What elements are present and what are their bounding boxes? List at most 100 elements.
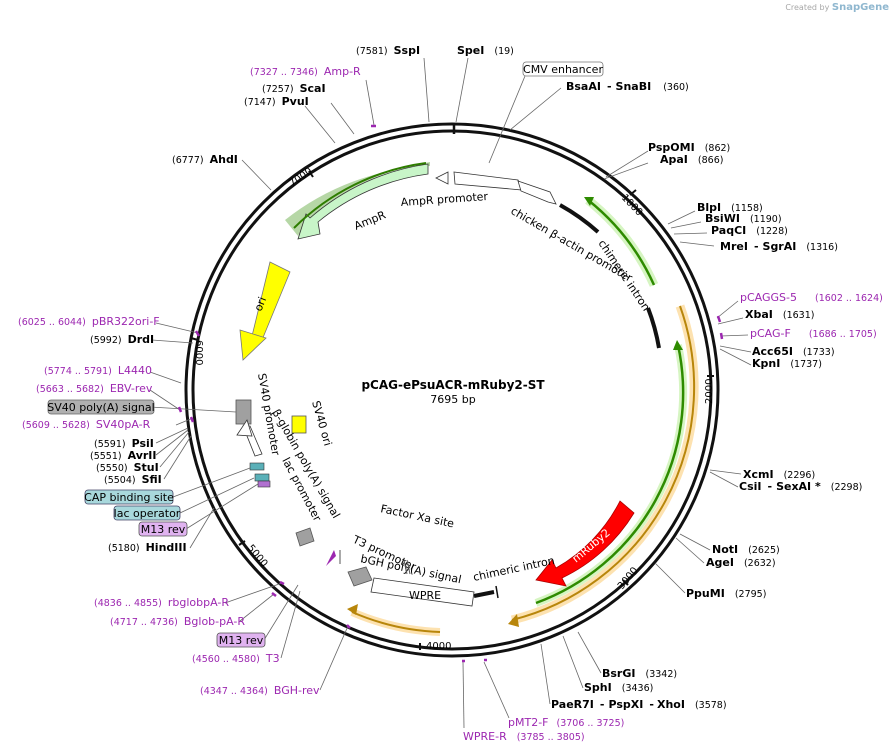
wprer-name: WPRE-R — [463, 730, 507, 743]
bglob-name: Bglob-pA-R — [184, 615, 246, 628]
factor-xa-label: Factor Xa site — [379, 502, 455, 530]
tick-2000: 2000 — [704, 379, 715, 404]
sphi-position: (3436) — [622, 683, 654, 694]
sv40-ori-box[interactable] — [291, 415, 307, 434]
orange-feature[interactable] — [511, 305, 696, 621]
cap-binding-site-box[interactable]: CAP binding site — [84, 489, 174, 505]
plasmid-length: 7695 bp — [430, 393, 475, 406]
site-scai: (7257) ScaI — [262, 82, 326, 95]
sv40par-range: (5609 .. 5628) — [22, 420, 90, 431]
cmv-enhancer-box[interactable]: CMV enhancer — [522, 61, 603, 77]
chicken-actin-black-segment — [559, 203, 600, 234]
site-csii: CsiI-SexAI *(2298) — [739, 480, 862, 493]
factor-xa-mark-1 — [403, 559, 408, 575]
green-feature-head — [673, 340, 683, 350]
sv40-polya-signal-box[interactable]: SV40 poly(A) signal — [47, 399, 155, 415]
ampr-primer-name: Amp-R — [324, 65, 361, 78]
pspomi-name: PspOMI — [648, 141, 695, 154]
site-xbai: XbaI(1631) — [745, 308, 814, 321]
spei-position: (19) — [494, 46, 514, 57]
scai-position: (7257) — [262, 84, 294, 95]
csii-sep: - — [767, 480, 772, 493]
drdi-name: DrdI — [128, 333, 155, 346]
t3-name: T3 — [265, 652, 280, 665]
mruby2-feature[interactable] — [535, 500, 635, 587]
psii-name: PsiI — [132, 437, 154, 450]
plasmid-name: pCAG-ePsuACR-mRuby2-ST — [361, 378, 545, 392]
lac-operator-mark — [254, 473, 270, 482]
agei-name: AgeI — [706, 556, 734, 569]
site-agei: AgeI(2632) — [706, 556, 776, 569]
bsaai-name: BsaAI — [566, 80, 601, 93]
drdi-position: (5992) — [90, 335, 122, 346]
primer-marks — [177, 124, 724, 663]
kpni-position: (1737) — [790, 359, 822, 370]
pcaggs5-range: (1602 .. 1624) — [815, 293, 883, 304]
acc65i-name: Acc65I — [752, 345, 793, 358]
mrei-name: MreI — [720, 240, 748, 253]
ampr-feature[interactable] — [285, 162, 430, 240]
site-pspomi: PspOMI(862) — [648, 141, 730, 154]
l4440-range: (5774 .. 5791) — [44, 366, 112, 377]
primer-bghrev: (4347 .. 4364)BGH-rev — [200, 684, 320, 697]
sv40-polya-box[interactable] — [235, 399, 252, 425]
psii-position: (5591) — [94, 439, 126, 450]
sexai-name: SexAI * — [776, 480, 821, 493]
paer7i-sep: - — [600, 698, 605, 711]
site-drdi: (5992) DrdI — [90, 333, 154, 346]
site-avrii: (5551)AvrII — [90, 449, 157, 462]
ampr-promoter-arrow[interactable] — [453, 171, 523, 191]
primer-t3: (4560 .. 4580)T3 — [192, 652, 280, 665]
ppumi-name: PpuMI — [686, 587, 725, 600]
right-black-segment — [646, 307, 661, 349]
pvui-name: PvuI — [282, 95, 309, 108]
factor-xa-mark-2 — [406, 559, 411, 575]
lac-operator-box[interactable]: lac operator — [113, 505, 181, 521]
site-kpni: KpnI(1737) — [752, 357, 822, 370]
cmv-enhancer-label: CMV enhancer — [523, 63, 603, 76]
bottom-orange-feature[interactable] — [351, 611, 441, 633]
lac-promoter-box[interactable] — [295, 527, 315, 547]
stui-name: StuI — [134, 461, 159, 474]
bottom-orange-head — [347, 604, 358, 615]
site-acc65i: Acc65I(1733) — [752, 345, 835, 358]
pcagf-range: (1686 .. 1705) — [809, 329, 877, 340]
chimeric-intron-1[interactable] — [587, 199, 656, 286]
green-feature[interactable] — [535, 344, 685, 605]
l4440-name: L4440 — [118, 364, 152, 377]
hindiii-position: (5180) — [108, 543, 140, 554]
m13-rev-mark — [257, 480, 271, 488]
scai-name: ScaI — [300, 82, 326, 95]
primer-ebvrev: (5663 .. 5682)EBV-rev — [36, 382, 153, 395]
site-psii: (5591) PsiI — [94, 437, 154, 450]
blpi-position: (1158) — [731, 203, 763, 214]
sfii-position: (5504) — [104, 475, 136, 486]
site-sspi: (7581)SspI — [356, 44, 420, 57]
pmt2f-name: pMT2-F — [508, 716, 549, 729]
wpre-feature[interactable] — [370, 577, 475, 607]
site-sfii: (5504)SfiI — [104, 473, 162, 486]
m13-rev-label-1: M13 rev — [141, 523, 186, 536]
blpi-name: BlpI — [697, 201, 721, 214]
bottom-orange-bg — [350, 608, 441, 636]
mrei-position: (1316) — [806, 242, 838, 253]
site-sphi: SphI(3436) — [584, 681, 653, 694]
bghrev-name: BGH-rev — [274, 684, 320, 697]
snapgene-logo-text: SnapGene — [831, 2, 889, 13]
site-bsrgi: BsrGI(3342) — [602, 667, 677, 680]
tick-5000: 5000 — [245, 543, 270, 570]
m13-rev-box-2[interactable]: M13 rev — [216, 632, 266, 648]
ahdi-position: (6777) — [172, 155, 204, 166]
bgh-polya-box[interactable] — [347, 566, 373, 587]
primer-rbglob: (4836 .. 4855)rbglobpA-R — [94, 596, 229, 609]
m13-rev-box-1[interactable]: M13 rev — [138, 521, 188, 537]
chicken-actin-arrow[interactable] — [517, 180, 557, 205]
bsiwi-position: (1190) — [750, 214, 782, 225]
xbai-name: XbaI — [745, 308, 773, 321]
primer-wprer: WPRE-R(3785 .. 3805) — [463, 730, 585, 743]
ampr-promoter-head — [435, 171, 449, 185]
xcmi-position: (2296) — [784, 470, 816, 481]
bsiwi-name: BsiWI — [705, 212, 740, 225]
hindiii-name: HindIII — [146, 541, 187, 554]
